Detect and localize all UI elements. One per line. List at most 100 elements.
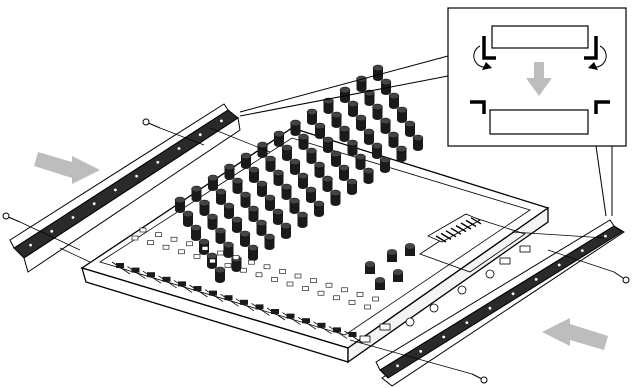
fader [204,255,240,302]
knob [375,277,385,290]
knob [280,222,292,239]
fader [158,241,193,289]
side-jacks [359,245,531,343]
jack-2 [429,303,439,313]
knob [347,100,359,117]
knob [272,208,284,225]
knob [356,75,367,92]
knob [290,119,301,136]
knob [405,243,415,256]
knob [215,188,227,205]
rail-hole [198,133,202,137]
knob [314,122,326,139]
rail-hole [220,119,223,123]
knob [232,177,243,194]
knob [240,152,252,169]
knob [297,172,309,189]
knob [306,147,317,164]
bracket-bottom-right [594,100,610,114]
knob [298,133,309,150]
rail-hole [29,243,32,247]
fader [189,250,224,298]
knob [364,89,375,106]
left-rail-flange [23,117,241,273]
fader [251,269,286,316]
rail-hole [557,263,561,267]
knob [355,153,366,170]
knob [199,199,210,216]
knob [248,166,260,183]
knob [281,144,293,161]
meter-segment [445,230,457,238]
knob [264,194,276,211]
screw-bottom-left [2,212,81,251]
level-meter [435,217,482,243]
rail-hole [511,292,515,296]
knob [190,224,202,241]
rail-hole [156,160,160,164]
knob [388,131,399,148]
arrow-right-to-left [542,318,608,350]
screw-bottom-right [349,339,488,384]
knob [264,233,275,250]
port-1 [359,335,371,343]
knob [214,266,226,283]
knob [379,156,391,173]
knob [207,213,218,230]
jack-3 [457,285,467,295]
knob [322,136,334,153]
callout-line-1 [239,55,449,113]
screw-top-left [142,118,205,146]
left-rail-top [9,103,229,249]
knob [281,183,292,200]
knob [231,216,243,233]
movement-arrows [34,152,608,350]
detail-inset [239,7,627,217]
knob [314,161,325,178]
knob [346,178,358,195]
knob [355,114,367,131]
fader [328,292,364,339]
right-rail-holes [396,234,607,368]
knob [223,241,234,258]
knob [305,186,317,203]
fader [127,232,162,279]
inset-panel-bottom [489,109,589,135]
knob [297,211,308,228]
fader [220,259,255,307]
right-rail-top [375,219,615,371]
knob [256,180,268,197]
meter-segment [460,222,472,230]
meter-segment [455,224,467,233]
knob [363,128,375,145]
knob [388,92,400,109]
fader [344,296,379,344]
fader [235,264,271,312]
rotate-arrowhead-left [482,62,492,70]
arrow-left-to-right [34,152,100,184]
rail-hole [396,364,399,368]
knob [223,202,235,219]
inset-panel-top [491,25,589,49]
rail-hole [580,249,584,253]
rotate-arrowhead-right [588,62,598,70]
bracket-top-right [584,36,598,60]
screws [2,118,630,384]
knob [257,141,268,158]
rail-hole [604,234,607,238]
knob [330,150,342,167]
meter-segment [465,219,477,228]
inset-down-arrow [526,62,552,96]
bracket-bottom-left [470,100,486,114]
bracket-top-left [482,36,496,60]
mixer-right-side [347,206,549,364]
knob [393,269,403,282]
rail-hole [114,188,117,192]
knob [174,196,186,213]
knob [182,210,194,227]
knob [191,185,202,202]
mixer-console [80,64,550,364]
meter-segment [450,227,462,235]
knob [396,145,407,162]
